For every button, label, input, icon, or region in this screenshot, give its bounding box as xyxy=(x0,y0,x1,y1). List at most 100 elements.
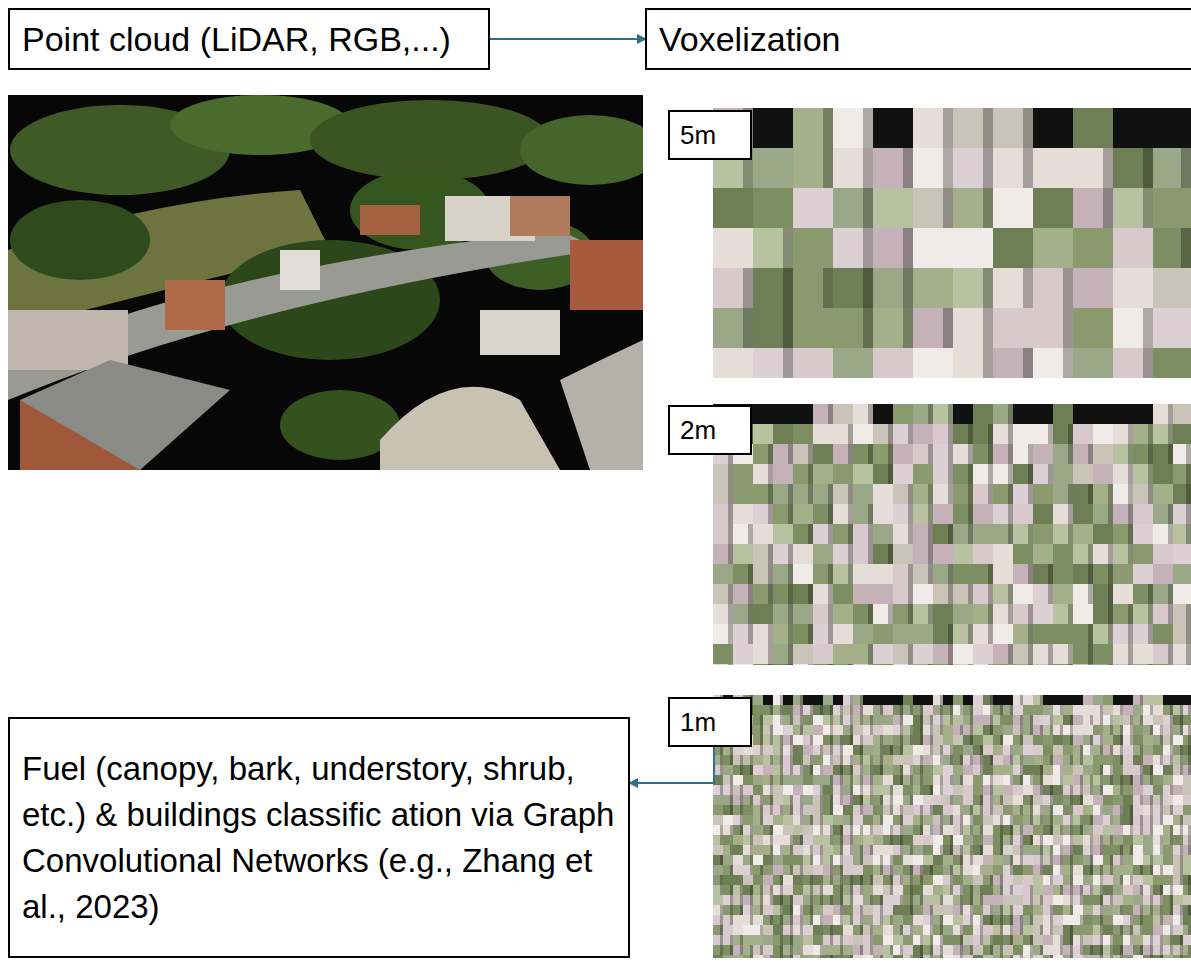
voxel xyxy=(1113,815,1123,825)
voxel xyxy=(993,268,1033,308)
voxel xyxy=(793,825,803,835)
voxel xyxy=(893,755,903,765)
voxel-shade xyxy=(1063,268,1073,308)
voxel xyxy=(793,228,833,268)
voxel xyxy=(863,865,873,875)
voxel xyxy=(1153,835,1163,845)
voxel xyxy=(1073,564,1093,584)
voxel xyxy=(1073,464,1093,484)
voxel-shade xyxy=(868,524,873,544)
voxel xyxy=(873,735,883,745)
voxel-shade xyxy=(750,755,753,765)
voxel xyxy=(1173,735,1183,745)
voxel-shade xyxy=(1008,504,1013,524)
voxel-shade xyxy=(810,755,813,765)
voxel-shade xyxy=(850,715,853,725)
voxel xyxy=(863,775,873,785)
voxel-shade xyxy=(910,775,913,785)
voxel xyxy=(1123,855,1133,865)
voxel-shade xyxy=(900,835,903,845)
voxel xyxy=(1133,564,1153,584)
voxel-shade xyxy=(1040,855,1043,865)
voxel xyxy=(1173,504,1191,524)
voxel-shade xyxy=(728,584,733,604)
voxel xyxy=(773,584,793,604)
voxel xyxy=(833,725,843,735)
voxel xyxy=(913,424,933,444)
voxel xyxy=(1033,644,1053,664)
voxel xyxy=(833,765,843,775)
voxel xyxy=(1063,755,1073,765)
voxel-shade xyxy=(830,775,833,785)
voxel xyxy=(1083,695,1093,705)
voxel-shade xyxy=(800,715,803,725)
voxel xyxy=(993,308,1033,348)
voxel xyxy=(1183,715,1191,725)
voxel xyxy=(1093,805,1103,815)
voxel-shade xyxy=(768,664,773,665)
voxel xyxy=(873,188,913,228)
voxel-shade xyxy=(1008,484,1013,504)
voxel xyxy=(1033,624,1053,644)
voxel xyxy=(1183,795,1191,805)
voxel-shade xyxy=(1120,845,1123,855)
voxel-shade xyxy=(1050,805,1053,815)
voxel xyxy=(903,815,913,825)
voxel xyxy=(833,865,843,875)
voxel xyxy=(1013,855,1023,865)
voxel-shade xyxy=(820,795,823,805)
voxel-shade xyxy=(910,865,913,875)
voxel xyxy=(823,735,833,745)
voxel xyxy=(713,504,733,524)
voxel-shade xyxy=(880,735,883,745)
voxel xyxy=(1173,825,1183,835)
voxel xyxy=(933,855,943,865)
voxel xyxy=(863,715,873,725)
voxel xyxy=(953,308,993,348)
voxel-shade xyxy=(1023,268,1033,308)
voxel xyxy=(713,544,733,564)
voxel-shade xyxy=(1050,825,1053,835)
voxel xyxy=(1183,855,1191,865)
voxel xyxy=(873,584,893,604)
voxel xyxy=(723,835,733,845)
voxel xyxy=(1093,464,1113,484)
voxel xyxy=(713,845,723,855)
voxel-shade xyxy=(1068,504,1073,524)
voxel xyxy=(733,624,753,644)
voxel xyxy=(1133,795,1143,805)
voxel xyxy=(713,268,753,308)
voxel xyxy=(903,775,913,785)
voxel xyxy=(803,805,813,815)
voxel xyxy=(1073,424,1093,444)
voxel-shade xyxy=(1010,745,1013,755)
voxel xyxy=(1143,775,1153,785)
voxel xyxy=(1013,805,1023,815)
voxel-shade xyxy=(728,484,733,504)
voxel-shade xyxy=(1000,735,1003,745)
voxel-shade xyxy=(948,484,953,504)
voxel xyxy=(1083,805,1093,815)
voxel xyxy=(793,755,803,765)
voxel-shade xyxy=(970,805,973,815)
voxel xyxy=(1183,765,1191,775)
voxel xyxy=(763,805,773,815)
voxel-shade xyxy=(903,308,913,348)
voxel-shade xyxy=(830,735,833,745)
voxel xyxy=(833,835,843,845)
voxel xyxy=(1073,735,1083,745)
voxel xyxy=(983,705,993,715)
voxel-shade xyxy=(1080,795,1083,805)
voxel xyxy=(983,825,993,835)
voxel-shade xyxy=(720,785,723,795)
voxel xyxy=(753,765,763,775)
voxel-shade xyxy=(1048,584,1053,604)
voxel xyxy=(993,785,1003,795)
voxel xyxy=(793,785,803,795)
voxel-shade xyxy=(1090,835,1093,845)
voxel-shade xyxy=(768,644,773,664)
voxel-shade xyxy=(970,755,973,765)
voxel-shade xyxy=(948,524,953,544)
voxel xyxy=(993,805,1003,815)
voxel xyxy=(973,464,993,484)
